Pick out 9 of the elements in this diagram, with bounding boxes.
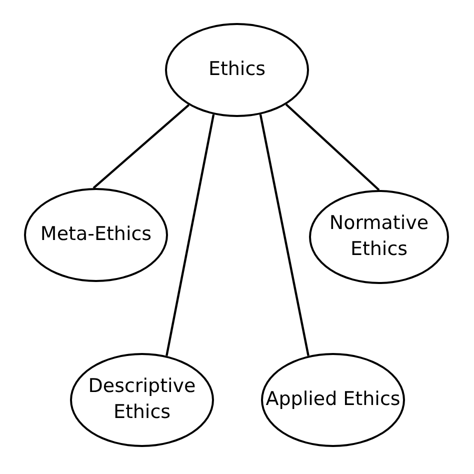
node-label: Meta-Ethics <box>40 222 152 248</box>
connector-line <box>285 104 380 191</box>
connector-line <box>92 104 190 189</box>
node-label: Applied Ethics <box>266 387 400 412</box>
connector-line <box>166 114 215 356</box>
node-label: Normative Ethics <box>328 211 430 262</box>
node-label: Ethics <box>208 57 266 82</box>
node-label: Descriptive Ethics <box>87 374 197 425</box>
connector-line <box>259 114 310 356</box>
